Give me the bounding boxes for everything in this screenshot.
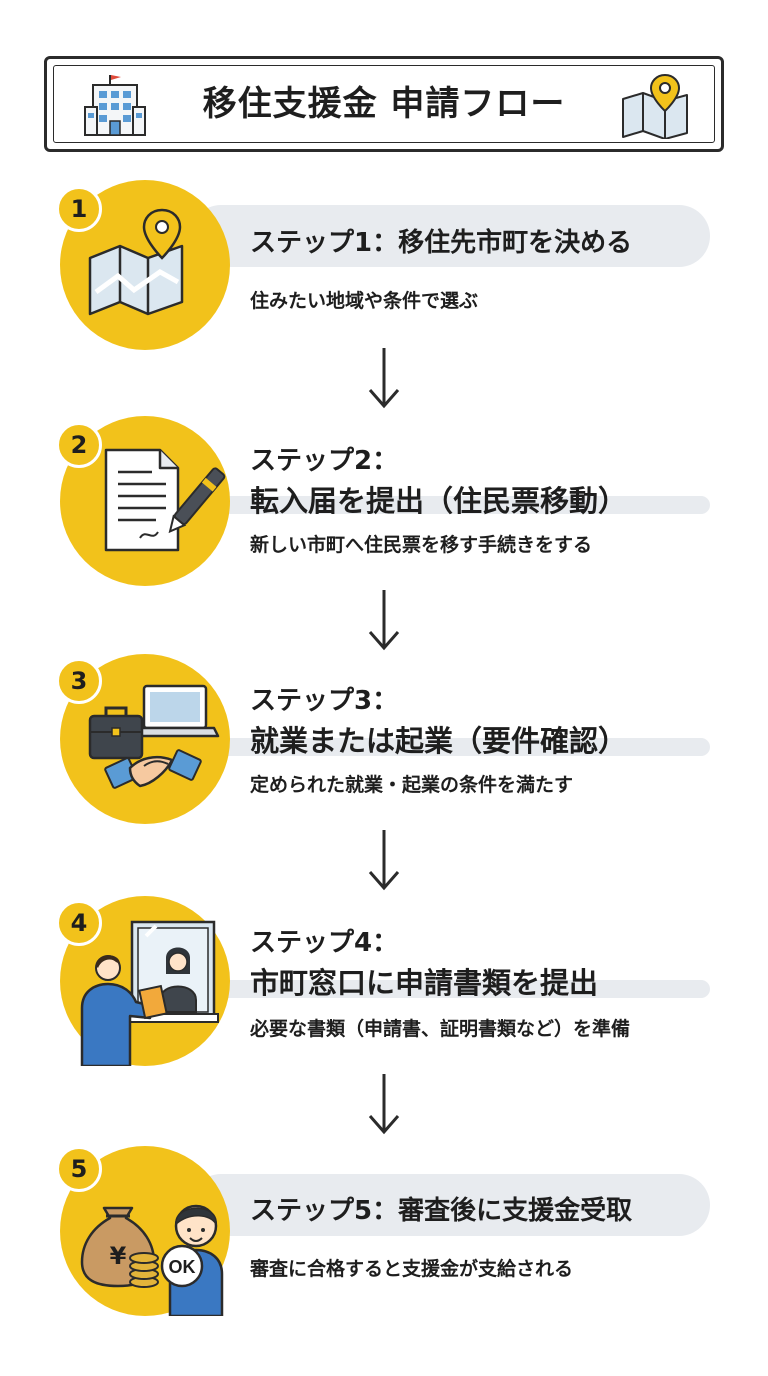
step-1-title: ステップ1：移住先市町を決める xyxy=(250,228,633,258)
step-5-title-bar xyxy=(190,1174,710,1236)
page-title: 移住支援金 申請フロー xyxy=(202,84,566,124)
step-1-title-bar xyxy=(190,205,710,267)
step-2-title-bar xyxy=(190,496,710,514)
step-2-number: 2 xyxy=(56,422,102,468)
document-pen-icon xyxy=(104,448,226,552)
briefcase-handshake-icon xyxy=(88,684,220,789)
down-arrow-icon xyxy=(368,1074,400,1135)
step-4-number: 4 xyxy=(56,900,102,946)
step-4-title: ステップ4： xyxy=(250,928,399,958)
step-5-description: 審査に合格すると支援金が支給される xyxy=(250,1258,574,1280)
step-3-title: ステップ3： xyxy=(250,686,399,716)
step-2-description: 新しい市町へ住民票を移す手続きをする xyxy=(250,534,593,556)
step-1-circle xyxy=(60,180,230,350)
down-arrow-icon xyxy=(368,348,400,409)
ok-badge: OK xyxy=(169,1257,196,1277)
map-pin-icon xyxy=(622,73,688,139)
money-bag-ok-icon: OK ¥ xyxy=(80,1204,224,1316)
step-1-description: 住みたい地域や条件で選ぶ xyxy=(250,290,479,312)
step-3-title-bar xyxy=(190,738,710,756)
step-4-circle xyxy=(60,896,230,1066)
yen-symbol: ¥ xyxy=(110,1242,127,1270)
step-4-title-bar xyxy=(190,980,710,998)
step-3-title-line2: 就業または起業（要件確認） xyxy=(250,724,628,758)
step-3-number: 3 xyxy=(56,658,102,704)
step-2-title: ステップ2： xyxy=(250,446,399,476)
map-icon xyxy=(88,208,184,316)
step-5-number: 5 xyxy=(56,1146,102,1192)
down-arrow-icon xyxy=(368,590,400,651)
service-counter-icon xyxy=(80,920,219,1066)
title-banner: 移住支援金 申請フロー xyxy=(44,56,724,152)
step-5-title: ステップ5：審査後に支援金受取 xyxy=(250,1196,633,1226)
step-4-title-line2: 市町窓口に申請書類を提出 xyxy=(250,966,599,1000)
step-3-description: 定められた就業・起業の条件を満たす xyxy=(250,774,574,796)
step-2-circle xyxy=(60,416,230,586)
step-1-number: 1 xyxy=(56,186,102,232)
step-4-description: 必要な書類（申請書、証明書類など）を準備 xyxy=(250,1018,631,1040)
step-2-title-line2: 転入届を提出（住民票移動） xyxy=(250,484,628,518)
office-building-icon xyxy=(84,75,146,136)
down-arrow-icon xyxy=(368,830,400,891)
